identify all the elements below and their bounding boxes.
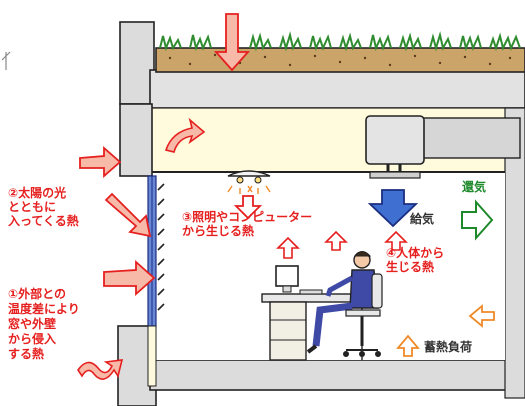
roof-slab: [149, 69, 525, 109]
human-heat-label: ④人体から 生じる熱: [386, 246, 445, 274]
exhaust-air-label: 還気: [462, 180, 487, 194]
thermal-storage-label: 蓄熱負荷: [424, 340, 473, 354]
sun-heat-arrow-icon: [104, 192, 152, 238]
air-conditioner-icon: [365, 115, 521, 179]
pc-heat-arrow-icon: [276, 236, 300, 259]
computer-monitor-icon: [275, 265, 323, 295]
ceiling-light-icon: [227, 170, 271, 194]
wind-heat-arrow-icon: [79, 146, 122, 178]
body-heat-arrow-icon: [384, 230, 408, 251]
equipment-heat-label: ③照明やコンピューター から生じる熱: [182, 210, 313, 238]
supply-air-arrow-icon: [367, 189, 419, 228]
solar-heat-label: ②太陽の光 とともに 入ってくる熱: [8, 186, 79, 228]
exhaust-air-arrow-icon: [461, 199, 494, 241]
wall-heat-arrow-icon: [77, 359, 124, 380]
plenum-heat-arrow-icon: [164, 117, 206, 153]
office-chair-icon: [343, 273, 383, 357]
soil-texture: [168, 53, 512, 67]
edge-mark: [1, 51, 11, 70]
roof-grass: [159, 31, 521, 52]
roof-soil-layer: [155, 47, 525, 73]
left-wall-upper: [119, 21, 155, 105]
window-heat-arrow-icon: [103, 259, 156, 297]
storage-load-up-arrow-icon: [396, 334, 420, 357]
supply-air-label: 給気: [410, 212, 435, 226]
left-column-upper: [119, 103, 153, 177]
office-worker-icon: [306, 251, 379, 354]
solar-down-arrow-icon: [213, 13, 251, 72]
office-room: [156, 173, 505, 360]
blind-icon: [157, 183, 165, 311]
light-heat-arrow-icon: [233, 195, 263, 220]
desk-heat-arrow-icon: [324, 230, 348, 251]
window-icon: [147, 175, 157, 327]
floor-slab: [149, 359, 525, 391]
lower-wall-finish: [147, 325, 157, 387]
storage-load-arrow-icon: [468, 304, 495, 328]
outside-heat-label: ①外部との 温度差により 窓や外壁 から侵入 する熱: [8, 287, 80, 361]
